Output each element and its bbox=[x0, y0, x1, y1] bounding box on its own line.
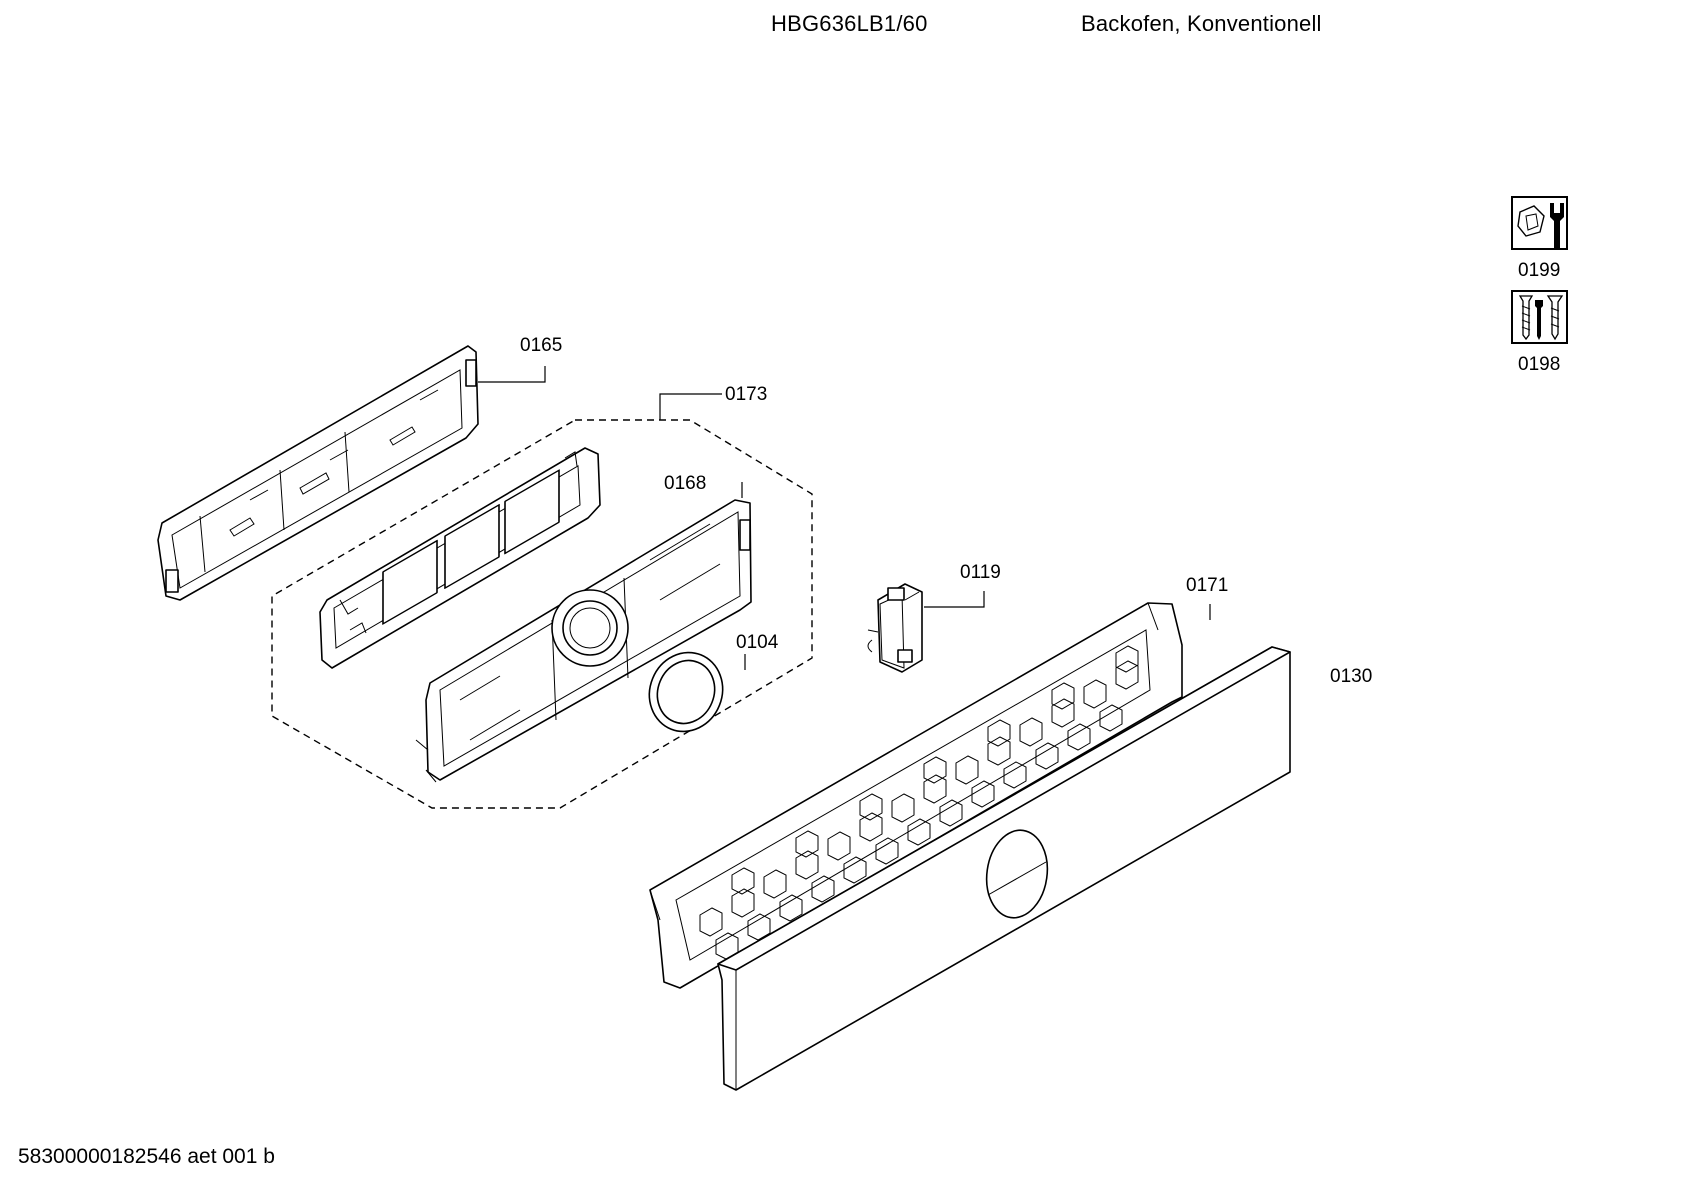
label-0130: 0130 bbox=[1330, 666, 1372, 687]
callout-0171: 0171 bbox=[1186, 575, 1228, 620]
label-0168: 0168 bbox=[664, 473, 706, 494]
accessory-0199[interactable]: 0199 bbox=[1511, 196, 1568, 281]
appliance-description: Backofen, Konventionell bbox=[1081, 11, 1322, 36]
part-0119-switch-module[interactable] bbox=[867, 583, 923, 673]
callout-0119: 0119 bbox=[924, 562, 1001, 608]
screws-icon bbox=[1511, 290, 1568, 344]
callout-0165: 0165 bbox=[478, 335, 562, 383]
part-0165-control-frame[interactable] bbox=[157, 345, 479, 601]
label-0104: 0104 bbox=[736, 632, 779, 653]
part-0173-assembly-group[interactable] bbox=[271, 419, 813, 809]
label-0119: 0119 bbox=[960, 562, 1001, 583]
part-0173-electronic-module[interactable] bbox=[319, 447, 601, 669]
label-0171: 0171 bbox=[1186, 575, 1228, 596]
label-0173: 0173 bbox=[725, 384, 767, 405]
callout-0173: 0173 bbox=[659, 384, 767, 420]
part-0168-panel-frame[interactable] bbox=[415, 499, 752, 783]
label-0199: 0199 bbox=[1518, 260, 1560, 281]
callout-0130: 0130 bbox=[1330, 666, 1372, 687]
tools-icon bbox=[1511, 196, 1568, 250]
accessory-0198[interactable]: 0198 bbox=[1511, 290, 1568, 375]
callout-0104: 0104 bbox=[736, 632, 779, 670]
part-0104-ring[interactable] bbox=[638, 641, 735, 742]
model-number: HBG636LB1/60 bbox=[771, 11, 928, 36]
document-code: 58300000182546 aet 001 b bbox=[18, 1145, 275, 1168]
label-0198: 0198 bbox=[1518, 354, 1560, 375]
callout-0168: 0168 bbox=[664, 473, 743, 498]
part-0171-honeycomb-panel[interactable] bbox=[649, 602, 1183, 989]
label-0165: 0165 bbox=[520, 335, 562, 356]
part-0130-front-cover[interactable] bbox=[717, 646, 1291, 1091]
